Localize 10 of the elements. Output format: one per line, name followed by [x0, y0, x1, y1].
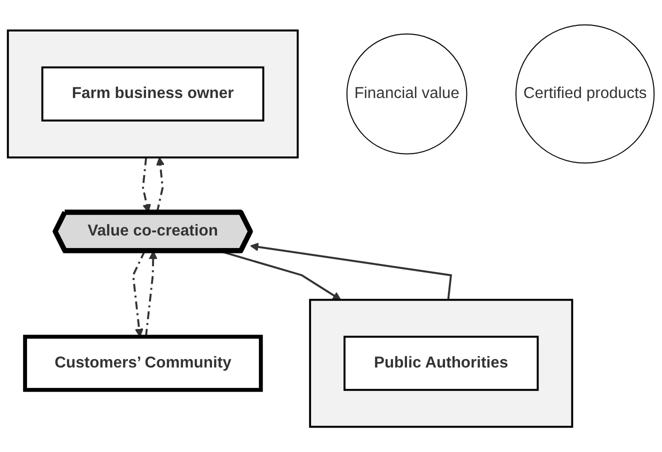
node-box: Farm business owner — [41, 66, 264, 122]
cluster — [309, 299, 574, 428]
node-box: Customers’ Community — [23, 334, 263, 392]
arrow — [132, 250, 146, 338]
cluster — [6, 30, 299, 159]
node-circle: Financial value — [346, 34, 468, 154]
node-circle: Certified products — [515, 24, 655, 164]
node-box: Public Authorities — [344, 336, 539, 392]
arrow — [250, 242, 452, 300]
arrow — [144, 250, 158, 338]
